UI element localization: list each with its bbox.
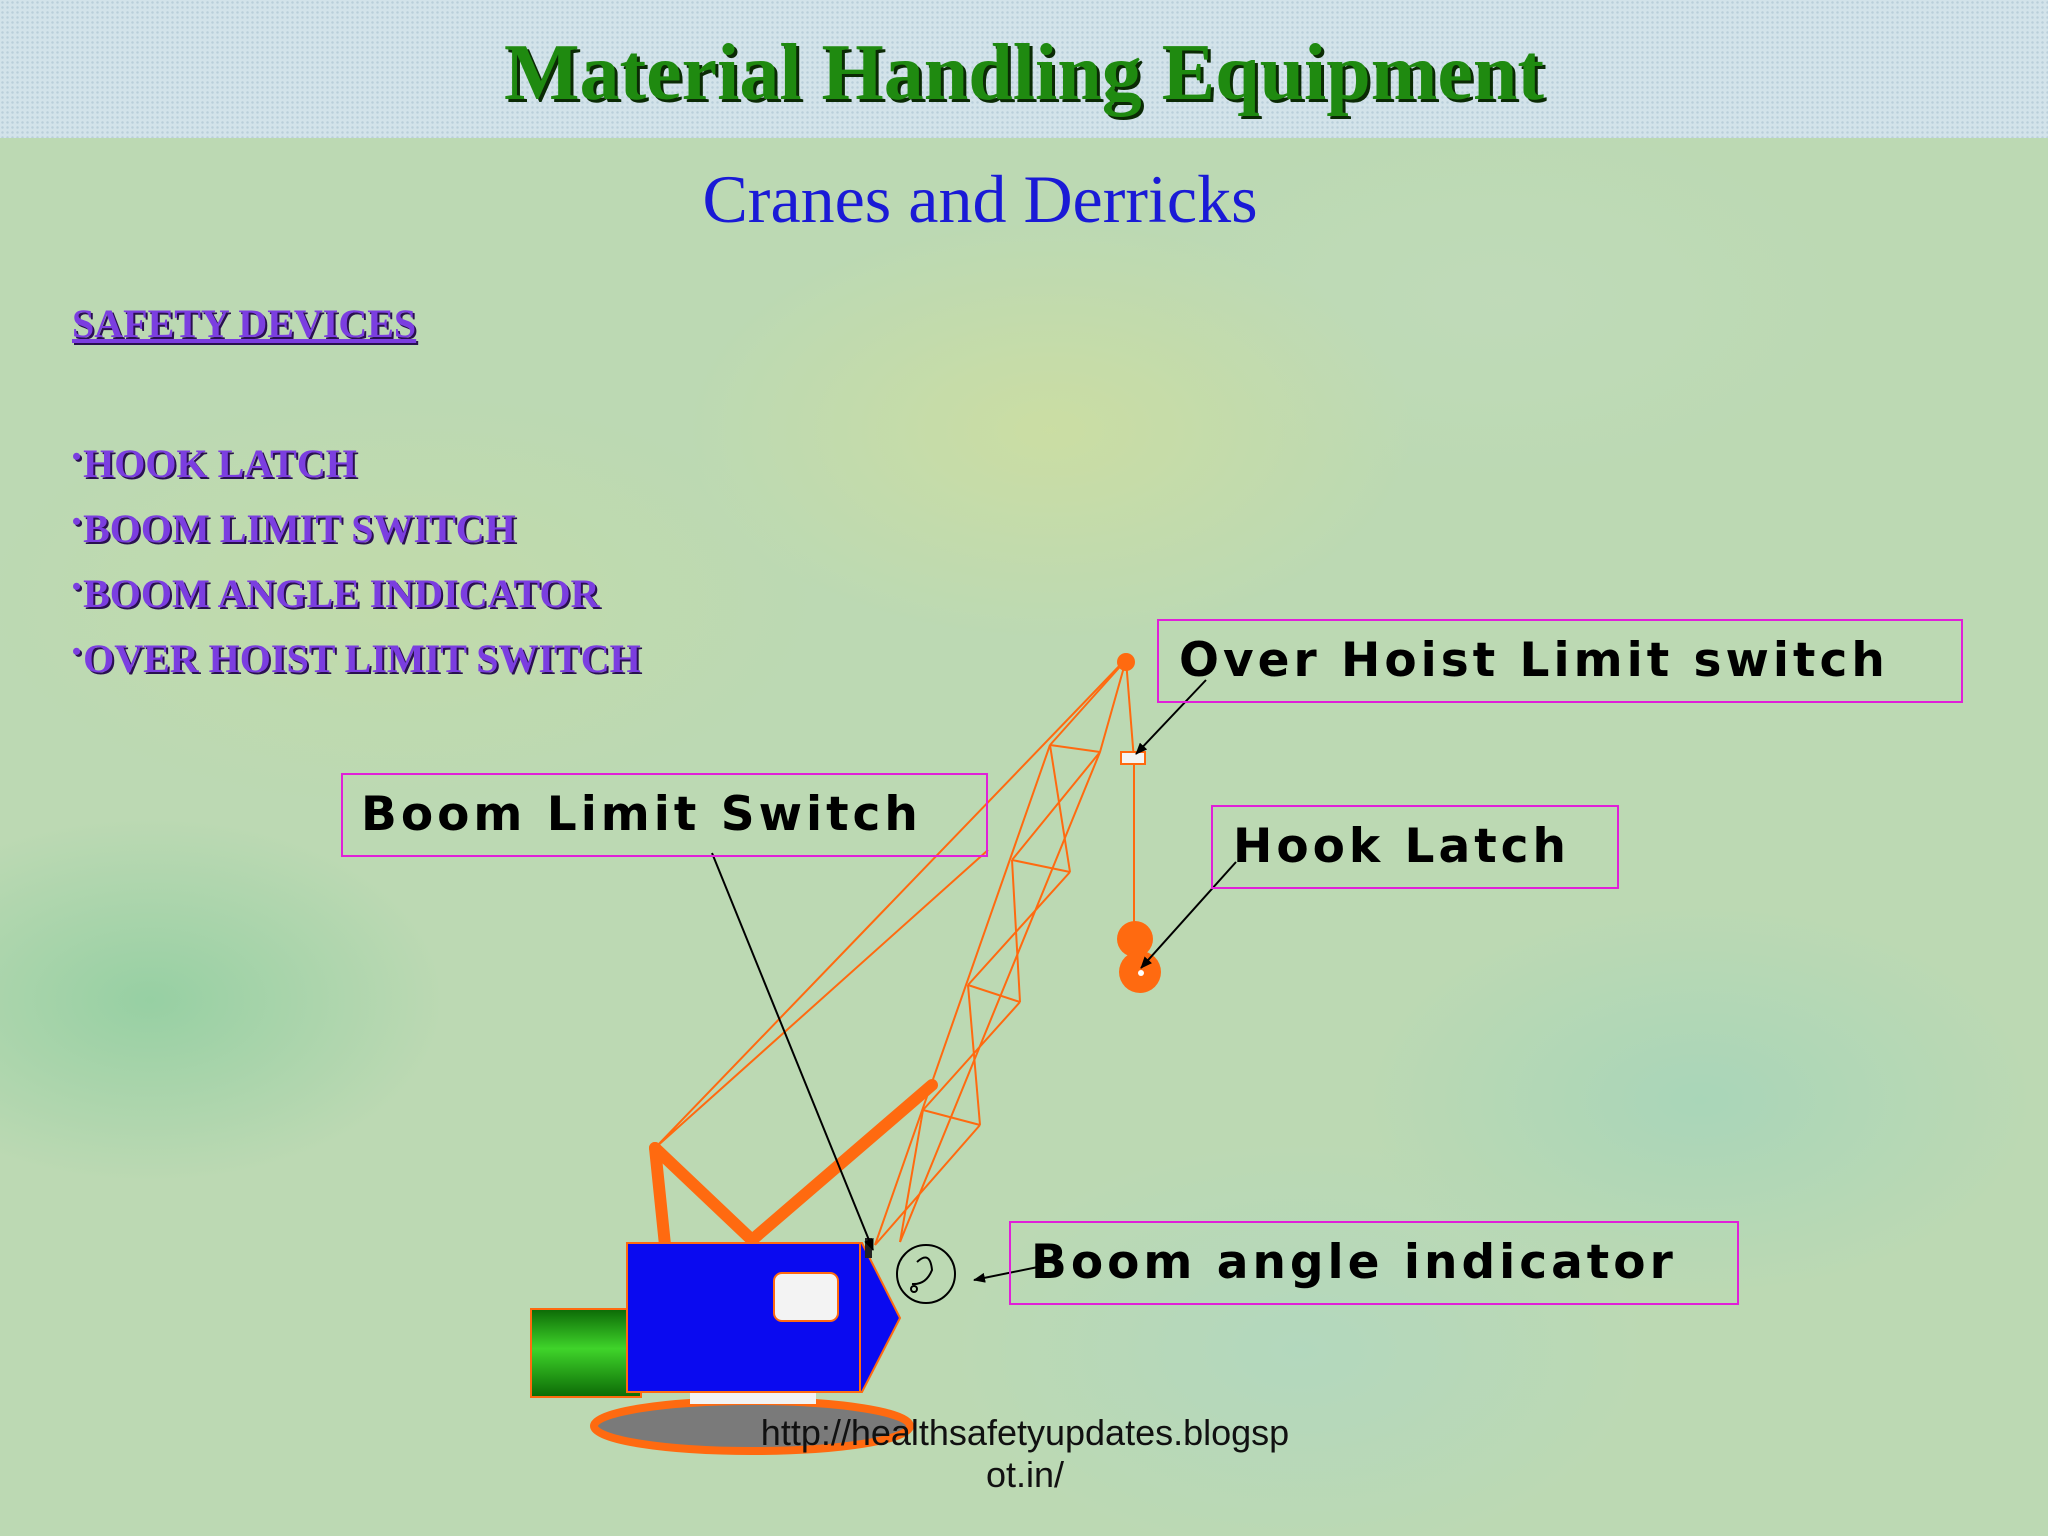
boom-angle-indicator-icon (896, 1244, 956, 1304)
crane-hook-icon (1117, 921, 1161, 993)
list-item: •HOOK LATCH (72, 430, 641, 495)
list-item-label: BOOM LIMIT SWITCH (83, 506, 516, 551)
list-item: •BOOM ANGLE INDICATOR (72, 560, 641, 625)
safety-devices-heading: SAFETY DEVICES (72, 301, 417, 346)
hoist-line (1125, 659, 1135, 928)
list-item-label: HOOK LATCH (83, 441, 357, 486)
list-item: •OVER HOIST LIMIT SWITCH (72, 625, 641, 690)
callout-over-hoist-limit-switch: Over Hoist Limit switch (1157, 619, 1963, 703)
slide-subtitle: Cranes and Derricks (702, 161, 1258, 237)
callout-boom-angle-indicator: Boom angle indicator (1009, 1221, 1739, 1305)
list-item: •BOOM LIMIT SWITCH (72, 495, 641, 560)
boom-tip-sheave (1117, 653, 1135, 671)
safety-devices-list: •HOOK LATCH •BOOM LIMIT SWITCH •BOOM ANG… (72, 430, 641, 690)
crawler-connector (690, 1390, 816, 1404)
footer-url-line2: ot.in/ (985, 1454, 1065, 1495)
callout-hook-latch: Hook Latch (1211, 805, 1619, 889)
callout-label: Boom Limit Switch (361, 787, 922, 842)
crane-counterweight (530, 1308, 642, 1398)
list-item-label: OVER HOIST LIMIT SWITCH (83, 636, 641, 681)
callout-label: Over Hoist Limit switch (1179, 633, 1889, 688)
callout-label: Boom angle indicator (1031, 1235, 1677, 1290)
bullet-icon: • (72, 442, 82, 471)
crane-boom (874, 659, 1127, 1246)
title-band (0, 0, 2048, 138)
callout-boom-limit-switch: Boom Limit Switch (341, 773, 988, 857)
boom-pendant-lines (654, 659, 1126, 1149)
crane-a-frame (649, 1079, 938, 1251)
bullet-icon: • (72, 572, 82, 601)
page-title: Material Handling Equipment (503, 29, 1545, 117)
bullet-icon: • (72, 507, 82, 536)
over-hoist-limit-switch (1120, 751, 1146, 765)
footer-url[interactable]: http://healthsafetyupdates.blogsp ot.in/ (705, 1412, 1345, 1496)
cab-window (773, 1272, 839, 1322)
leader-lines (711, 679, 1237, 1283)
footer-url-line1: http://healthsafetyupdates.blogsp (760, 1412, 1290, 1453)
bullet-icon: • (72, 637, 82, 666)
callout-label: Hook Latch (1233, 819, 1570, 874)
list-item-label: BOOM ANGLE INDICATOR (83, 571, 600, 616)
